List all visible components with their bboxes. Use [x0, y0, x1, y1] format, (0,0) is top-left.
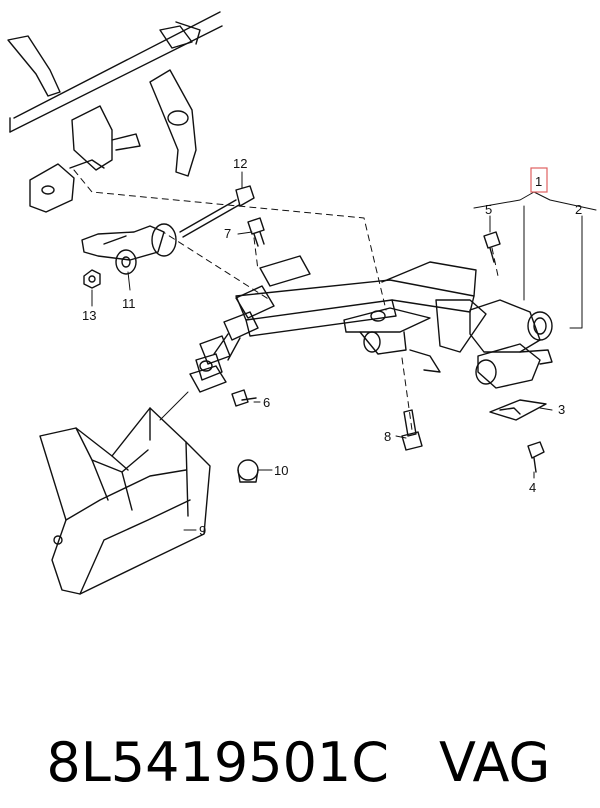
callout-3: 3	[558, 402, 565, 417]
callout-7: 7	[224, 226, 231, 241]
leader-lines	[91, 171, 597, 531]
alignment-lines	[73, 169, 499, 431]
callout-10: 10	[274, 463, 288, 478]
bolt-12	[179, 185, 255, 238]
callout-1-highlight	[530, 167, 548, 193]
cover-9	[39, 407, 211, 595]
callout-5: 5	[485, 202, 492, 217]
lock-housing-1	[469, 299, 553, 389]
clip-3	[489, 399, 547, 421]
bolt-7	[247, 217, 265, 247]
steering-column-tube	[235, 255, 487, 373]
callout-4: 4	[529, 480, 536, 495]
bolt-6	[231, 389, 257, 407]
adjustment-lever-11	[81, 223, 177, 275]
nut-13	[83, 269, 101, 289]
bolt-5	[483, 231, 501, 263]
callout-8: 8	[384, 429, 391, 444]
steering-column-exploded-diagram: 1 2 3 4 5 6 7 8 9 10 11 12 13	[7, 11, 597, 595]
intermediate-shaft	[189, 285, 275, 393]
cross-member-beam	[7, 11, 223, 213]
callout-11: 11	[122, 296, 136, 311]
callout-1: 1	[535, 174, 542, 189]
callout-12: 12	[233, 156, 247, 171]
callout-13: 13	[82, 308, 96, 323]
callout-2: 2	[575, 202, 582, 217]
callout-6: 6	[263, 395, 270, 410]
screw-4	[527, 441, 545, 473]
callout-9: 9	[199, 523, 206, 538]
bolt-8	[401, 409, 423, 451]
plug-10	[237, 459, 259, 483]
